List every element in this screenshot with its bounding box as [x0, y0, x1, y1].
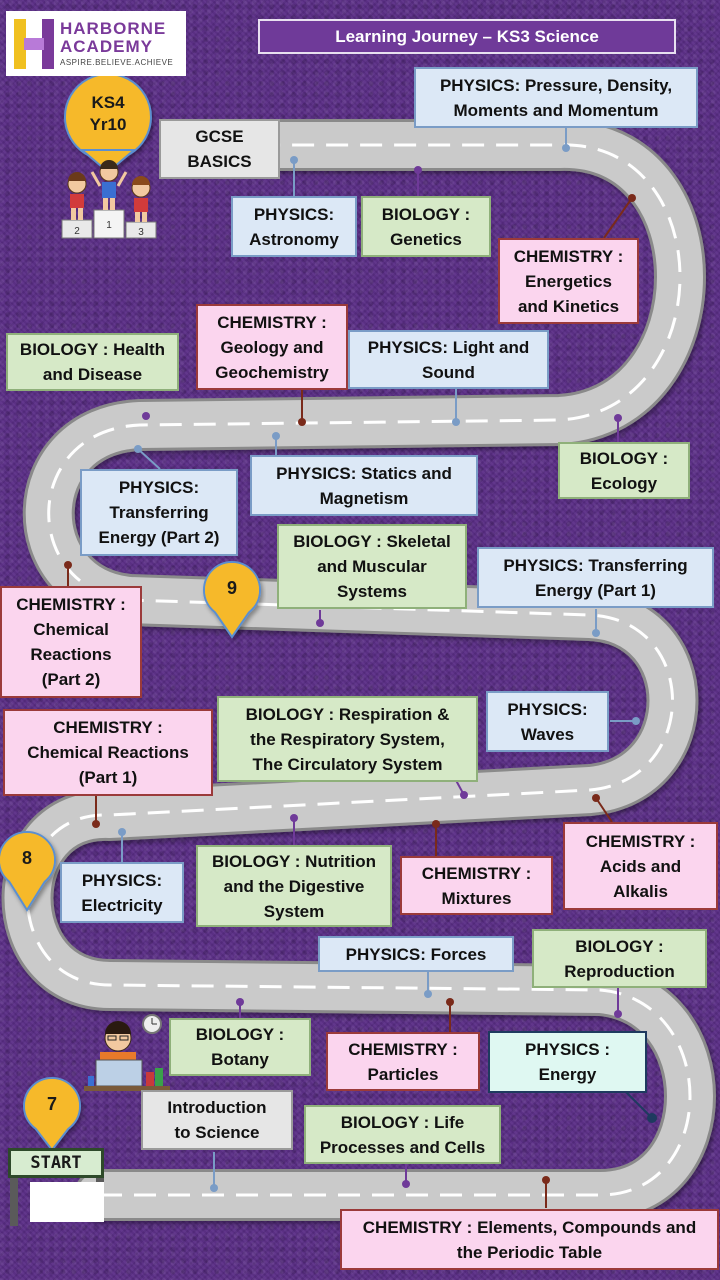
pin-label-ks4: KS4 Yr10 [89, 93, 127, 134]
topic-chemistry-energetics: CHEMISTRY : Energetics and Kinetics [498, 238, 639, 324]
podium-number-1: 1 [106, 220, 112, 231]
logo-tagline: ASPIRE.BELIEVE.ACHIEVE [60, 58, 174, 67]
topic-chemistry-chemical-reactions-2: CHEMISTRY : Chemical Reactions (Part 2) [0, 586, 142, 698]
topic-physics-transferring-energy-2: PHYSICS: Transferring Energy (Part 2) [80, 469, 238, 556]
topic-physics-astronomy: PHYSICS: Astronomy [231, 196, 357, 257]
winding-road [1, 118, 716, 1221]
h-logo-icon [14, 18, 54, 69]
topic-chemistry-particles: CHEMISTRY : Particles [326, 1032, 480, 1091]
topic-physics-forces: PHYSICS: Forces [318, 936, 514, 972]
academy-logo: HARBORNE ACADEMY ASPIRE.BELIEVE.ACHIEVE [6, 11, 186, 76]
topic-biology-skeletal-muscular: BIOLOGY : Skeletal and Muscular Systems [277, 524, 467, 609]
pin-year8 [0, 831, 56, 912]
topic-gcse-basics: GCSE BASICS [159, 119, 280, 179]
topic-biology-reproduction: BIOLOGY : Reproduction [532, 929, 707, 988]
topic-biology-botany: BIOLOGY : Botany [169, 1018, 311, 1076]
topic-chemistry-geology: CHEMISTRY : Geology and Geochemistry [196, 304, 348, 390]
topic-physics-statics-magnetism: PHYSICS: Statics and Magnetism [250, 455, 478, 516]
topic-biology-life-processes: BIOLOGY : Life Processes and Cells [304, 1105, 501, 1164]
pin-label-year9: 9 [226, 578, 237, 598]
topic-biology-ecology: BIOLOGY : Ecology [558, 442, 690, 499]
topic-physics-pressure-density: PHYSICS: Pressure, Density, Moments and … [414, 67, 698, 128]
topic-chemistry-acids-alkalis: CHEMISTRY : Acids and Alkalis [563, 822, 718, 910]
topic-biology-nutrition: BIOLOGY : Nutrition and the Digestive Sy… [196, 845, 392, 927]
topic-chemistry-elements-periodic-table: CHEMISTRY : Elements, Compounds and the … [340, 1209, 719, 1270]
topic-biology-health-disease: BIOLOGY : Health and Disease [6, 333, 179, 391]
pin-year9 [203, 561, 261, 639]
topic-physics-light-sound: PHYSICS: Light and Sound [348, 330, 549, 389]
podium-number-3: 3 [138, 227, 144, 238]
topic-introduction-to-science: Introduction to Science [141, 1090, 293, 1150]
topic-physics-transferring-energy-1: PHYSICS: Transferring Energy (Part 1) [477, 547, 714, 608]
start-sign: START [8, 1148, 104, 1178]
logo-name-line1: HARBORNE [60, 19, 167, 38]
pin-year7 [23, 1077, 81, 1152]
start-sign-blank-panel [30, 1182, 104, 1222]
topic-chemistry-chemical-reactions-1: CHEMISTRY : Chemical Reactions (Part 1) [3, 709, 213, 796]
logo-name-line2: ACADEMY [60, 37, 153, 56]
teacher-at-desk-illustration [84, 1014, 170, 1091]
topic-chemistry-mixtures: CHEMISTRY : Mixtures [400, 856, 553, 915]
podium-number-2: 2 [74, 226, 80, 237]
topic-biology-respiration: BIOLOGY : Respiration & the Respiratory … [217, 696, 478, 782]
pin-label-year8: 8 [21, 848, 32, 868]
pin-label-year7: 7 [46, 1094, 57, 1114]
topic-physics-energy: PHYSICS : Energy [488, 1031, 647, 1093]
page-title: Learning Journey – KS3 Science [258, 19, 676, 54]
topic-physics-waves: PHYSICS: Waves [486, 691, 609, 752]
podium-kids-illustration: 2 1 3 [61, 160, 157, 239]
connector-lines [64, 128, 657, 1208]
topic-physics-electricity: PHYSICS: Electricity [60, 862, 184, 923]
topic-biology-genetics: BIOLOGY : Genetics [361, 196, 491, 257]
